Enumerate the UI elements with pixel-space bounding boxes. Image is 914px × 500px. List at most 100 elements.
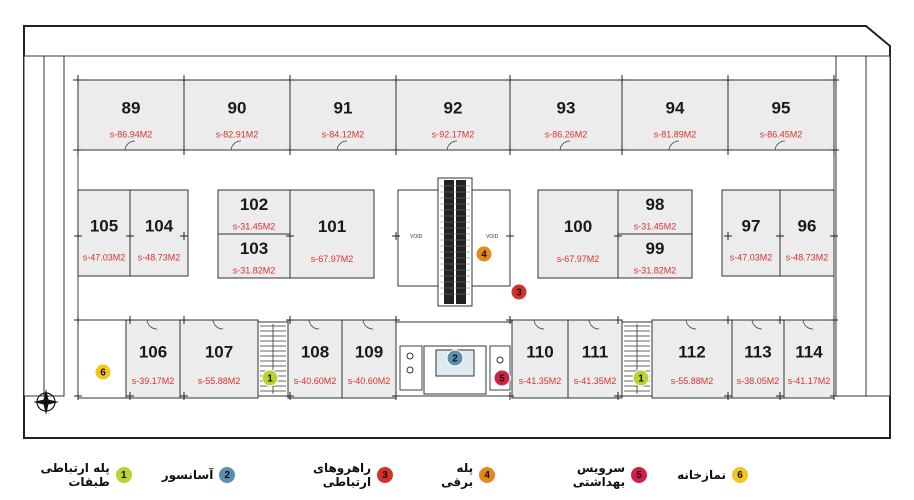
unit-area: s-47.03M2 bbox=[730, 253, 773, 263]
unit-number: 109 bbox=[355, 342, 383, 361]
marker-1: 1 bbox=[632, 369, 650, 387]
legend-label: راهروهای ارتباطی bbox=[312, 461, 372, 489]
unit-area: s-41.17M2 bbox=[788, 376, 831, 386]
unit-area: s-48.73M2 bbox=[138, 253, 181, 263]
void-label-left: VOID bbox=[410, 234, 423, 240]
legend-label: آسانسور bbox=[161, 468, 214, 482]
unit-area: s-39.17M2 bbox=[132, 376, 175, 386]
unit-number: 110 bbox=[526, 342, 553, 361]
legend-item-4: 4 پله برقی bbox=[423, 461, 496, 489]
compass-icon bbox=[33, 389, 59, 415]
unit-114: 114 s-41.17M2 bbox=[783, 319, 835, 399]
legend-label: سرویس بهداشتی bbox=[572, 461, 626, 489]
unit-number: 91 bbox=[334, 99, 353, 118]
unit-number: 102 bbox=[240, 195, 268, 214]
unit-area: s-84.12M2 bbox=[322, 129, 365, 139]
unit-area: s-55.88M2 bbox=[671, 376, 714, 386]
unit-95: 95 s-86.45M2 bbox=[727, 79, 835, 151]
marker-number: 5 bbox=[499, 374, 505, 385]
unit-number: 113 bbox=[744, 342, 771, 361]
legend-item-6: 6 نمازخانه bbox=[677, 467, 748, 483]
legend-badge: 5 bbox=[631, 467, 648, 483]
legend-badge: 1 bbox=[115, 467, 132, 483]
unit-area: s-47.03M2 bbox=[83, 253, 126, 263]
unit-92: 92 s-92.17M2 bbox=[395, 79, 511, 151]
marker-2: 2 bbox=[446, 349, 464, 367]
unit-90: 90s-82.91M2 bbox=[183, 79, 291, 151]
floor-plan: 89 s-86.94M2 90s-82.91M2 91 s-84.12M2 92 s-92.… bbox=[23, 25, 891, 439]
unit-area: s-81.89M2 bbox=[654, 129, 697, 139]
unit-97: 97 s-47.03M2 bbox=[721, 189, 781, 277]
unit-number: 112 bbox=[678, 342, 705, 361]
unit-99: 99s-31.82M2 bbox=[617, 233, 693, 279]
unit-area: s-55.88M2 bbox=[198, 376, 241, 386]
unit-number: 97 bbox=[742, 216, 761, 235]
unit-area: s-86.94M2 bbox=[110, 129, 153, 139]
unit-area: s-40.60M2 bbox=[294, 376, 337, 386]
unit-91: 91 s-84.12M2 bbox=[289, 79, 397, 151]
unit-93: 93s-86.26M2 bbox=[509, 79, 623, 151]
unit-number: 111 bbox=[582, 342, 609, 361]
legend-badge: 2 bbox=[219, 467, 236, 483]
unit-number: 100 bbox=[564, 217, 592, 236]
unit-number: 92 bbox=[444, 99, 463, 118]
unit-108: 108 s-40.60M2 bbox=[287, 319, 343, 399]
unit-105: 105 s-47.03M2 bbox=[77, 189, 131, 277]
unit-area: s-31.82M2 bbox=[233, 266, 276, 276]
legend-badge: 4 bbox=[479, 467, 496, 483]
unit-109: 109 s-40.60M2 bbox=[341, 319, 397, 399]
unit-104: 104 s-48.73M2 bbox=[129, 189, 189, 277]
unit-area: s-31.45M2 bbox=[634, 222, 677, 232]
unit-area: s-86.26M2 bbox=[545, 129, 588, 139]
marker-number: 4 bbox=[481, 250, 487, 261]
unit-113: 113 s-38.05M2 bbox=[731, 319, 785, 399]
marker-number: 1 bbox=[267, 374, 273, 385]
unit-number: 89 bbox=[122, 99, 141, 118]
unit-number: 96 bbox=[798, 216, 817, 235]
unit-area: s-92.17M2 bbox=[432, 129, 475, 139]
unit-area: s-86.45M2 bbox=[760, 129, 803, 139]
marker-3: 3 bbox=[510, 283, 528, 301]
column-grid bbox=[73, 75, 839, 400]
unit-area: s-31.82M2 bbox=[634, 266, 677, 276]
unit-area: s-38.05M2 bbox=[737, 376, 780, 386]
unit-number: 108 bbox=[301, 342, 329, 361]
unit-102: 102 s-31.45M2 bbox=[217, 189, 291, 235]
unit-112: 112 s-55.88M2 bbox=[651, 319, 733, 399]
unit-number: 95 bbox=[772, 99, 791, 118]
marker-4: 4 bbox=[475, 245, 493, 263]
unit-89: 89 s-86.94M2 bbox=[77, 79, 185, 151]
legend-label: پله برقی bbox=[441, 461, 474, 489]
unit-98: 98 s-31.45M2 bbox=[617, 189, 693, 235]
unit-number: 105 bbox=[90, 216, 118, 235]
unit-cells: 89 s-86.94M2 90s-82.91M2 91 s-84.12M2 92 s-92.… bbox=[77, 79, 835, 399]
unit-number: 114 bbox=[795, 342, 823, 361]
unit-110: 110 s-41.35M2 bbox=[511, 319, 569, 399]
legend-item-2: 2 آسانسور bbox=[162, 467, 236, 483]
marker-6: 6 bbox=[94, 363, 112, 381]
unit-area: s-31.45M2 bbox=[233, 222, 276, 232]
legend-label: نمازخانه bbox=[677, 468, 726, 482]
marker-1: 1 bbox=[261, 369, 279, 387]
unit-area: s-48.73M2 bbox=[786, 253, 829, 263]
unit-number: 98 bbox=[646, 195, 665, 214]
unit-100: 100 s-67.97M2 bbox=[537, 189, 619, 279]
unit-area: s-40.60M2 bbox=[348, 376, 391, 386]
unit-number: 90 bbox=[228, 99, 247, 118]
legend-badge: 6 bbox=[732, 467, 748, 483]
unit-number: 103 bbox=[240, 239, 268, 258]
prayer-room bbox=[77, 319, 127, 399]
unit-103: 103 s-31.82M2 bbox=[217, 233, 291, 279]
unit-number: 104 bbox=[145, 216, 174, 235]
unit-number: 94 bbox=[666, 99, 685, 118]
unit-area: s-67.97M2 bbox=[557, 254, 600, 264]
marker-5: 5 bbox=[493, 369, 511, 387]
unit-area: s-41.35M2 bbox=[519, 376, 562, 386]
